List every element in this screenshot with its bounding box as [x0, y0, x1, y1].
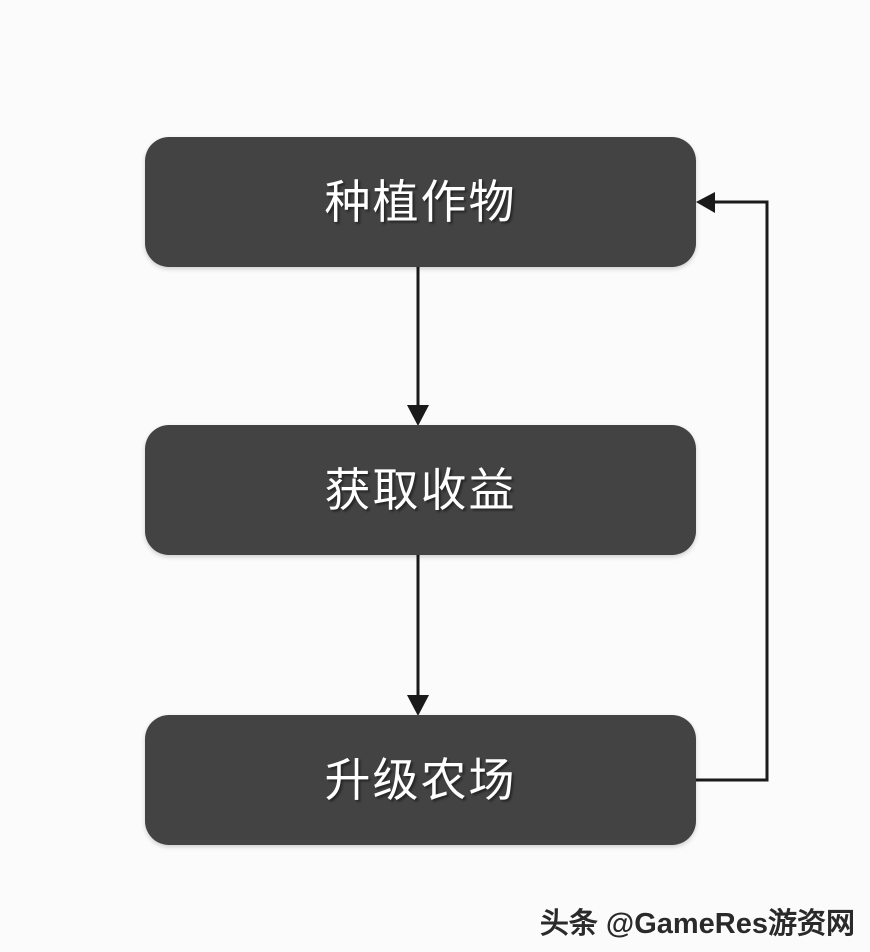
- flow-node-obtain-profit[interactable]: 获取收益: [145, 425, 696, 555]
- edge-plant-to-profit: [407, 267, 429, 426]
- edge-upgrade-to-plant: [696, 192, 769, 782]
- flow-node-label: 升级农场: [324, 754, 517, 806]
- flow-node-label: 获取收益: [324, 464, 517, 516]
- flow-node-upgrade-farm[interactable]: 升级农场: [145, 715, 696, 845]
- edge-profit-to-upgrade: [407, 555, 429, 716]
- flow-node-plant-crops[interactable]: 种植作物: [145, 137, 696, 267]
- flow-node-label: 种植作物: [324, 176, 517, 228]
- watermark-text: 头条 @GameRes游资网: [539, 908, 855, 940]
